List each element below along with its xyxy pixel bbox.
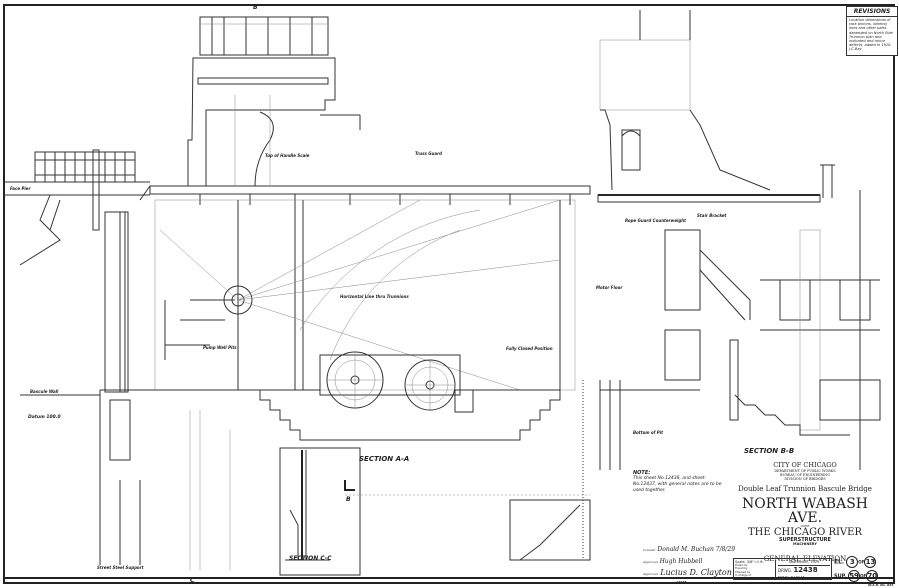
over-label: OVER [800, 523, 810, 528]
section-b-b-stair [509, 380, 591, 561]
title-block: CITY OF CHICAGO DEPARTMENT OF PUBLIC WOR… [735, 462, 875, 563]
approved-label: Approved [643, 560, 658, 564]
note-text: This sheet No.12438, and sheet No.12437,… [633, 476, 722, 493]
approved-label: Approved [643, 572, 658, 576]
consent-signature: Donald M. Buchan 7/8/29 [657, 546, 736, 553]
sup-number: 59 [848, 570, 861, 582]
label-motor-floor: Motor Floor [596, 285, 623, 290]
cut-marker-c: C [190, 577, 195, 584]
label-pump: Pump Well Pits [203, 345, 237, 350]
approved-signature: Hugh Hubbell [659, 558, 703, 565]
label-bottom-pit: Bottom of Pit [633, 430, 664, 435]
river-name: THE CHICAGO RIVER [748, 526, 862, 538]
section-a-a-label: SECTION A-A [359, 455, 410, 463]
traced-label: Traced by [735, 567, 748, 571]
label-stair-bracket: Stair Bracket [697, 213, 727, 218]
el-label: EL. [834, 558, 845, 566]
note-block: NOTE: This sheet No.12438, and sheet No.… [633, 470, 723, 494]
sub-label: MACHINERY [793, 541, 817, 546]
drawing-number: 12438 [793, 566, 818, 574]
bridge-type: Double Leaf Trunnion Bascule Bridge [738, 484, 872, 493]
consent-label: Consent [643, 548, 656, 552]
sup-of: OF [860, 573, 867, 579]
sup-sheet-count: SUP. 59OF70 [834, 570, 879, 582]
reference-number: W.A.R. No. 823 [868, 583, 894, 587]
section-b-b-label: SECTION B-B [744, 447, 795, 455]
dept-line: DEPARTMENT OF PUBLIC WORKS [774, 468, 836, 473]
consent-signature-line: Consent Donald M. Buchan 7/8/29 [643, 546, 735, 553]
dept-line: DIVISION OF BRIDGES [784, 476, 826, 481]
operator-house-tower [187, 57, 361, 187]
file-number: FILE No. F-107-16 [778, 575, 805, 579]
note-title: NOTE: [633, 470, 651, 476]
part-label: SUPERSTRUCTURE [779, 536, 831, 543]
machinery-room [104, 199, 576, 393]
el-total: 13 [864, 556, 877, 568]
counterweight-pit [20, 389, 561, 570]
label-street-support: Street Steel Support [97, 565, 144, 570]
roof-slab [139, 185, 591, 205]
sidewalk-railing [4, 149, 150, 266]
label-truss-guard: Truss Guard [415, 151, 442, 156]
date: September, 1929 [778, 560, 830, 566]
drawn-label: Drawn by [735, 564, 748, 567]
checked-label: Checked by [735, 570, 751, 574]
revisions-title: REVISIONS [847, 7, 897, 17]
approved-signature-line-1: Approved Hugh Hubbell [643, 558, 702, 565]
label-datum: Datum 100.0 [28, 415, 61, 420]
label-bascule-wall: Bascule Wall [30, 389, 59, 394]
sheet-title: GENERAL ELEVATION [763, 555, 847, 564]
el-number: 3 [846, 556, 859, 568]
street-name: NORTH WABASH AVE. [741, 495, 869, 526]
label-rope-guard: Rope Guard Counterweight [625, 218, 687, 223]
revisions-box: REVISIONS Location dimensions of rack pi… [846, 6, 898, 56]
sheet-border [3, 4, 895, 584]
cut-marker-b-lower: B [346, 496, 351, 503]
machinery-gears [319, 351, 474, 413]
city-name: CITY OF CHICAGO [773, 461, 837, 469]
label-horizontal-line: Horizontal Line thru Trunnions [340, 294, 409, 299]
approved-signature-line-2: Approved Lucius D. Clayton [643, 568, 732, 577]
drwg-label: DRWG. [778, 568, 793, 573]
drawing-info-box: Scale: 3/8"=1 ft. Drawn by Traced by Che… [733, 558, 832, 580]
label-fully-closed: Fully Closed Position [506, 346, 553, 351]
cut-marker-b: B [253, 4, 258, 11]
scale: Scale: 3/8"=1 ft. [735, 560, 764, 564]
section-c-c-label: SECTION C-C [289, 555, 332, 562]
approved-signature: Lucius D. Clayton [660, 568, 732, 577]
label-face-pier: Face Pier [10, 186, 31, 191]
el-of: OF [858, 559, 865, 565]
section-b-b-tower [597, 10, 881, 470]
operator-house-windows [199, 16, 329, 56]
sup-total: 70 [866, 570, 879, 582]
revisions-text: Location dimensions of rack pinions, bea… [849, 18, 893, 52]
section-c-c-detail [279, 447, 361, 576]
charge-label: In Charge of [735, 574, 751, 578]
label-top-handle: Top of Handle Scale [265, 153, 310, 158]
dept-line: BUREAU OF ENGINEERING [780, 472, 830, 477]
sup-label: SUP. [834, 573, 847, 580]
stamp-number: 12438 [676, 580, 687, 584]
